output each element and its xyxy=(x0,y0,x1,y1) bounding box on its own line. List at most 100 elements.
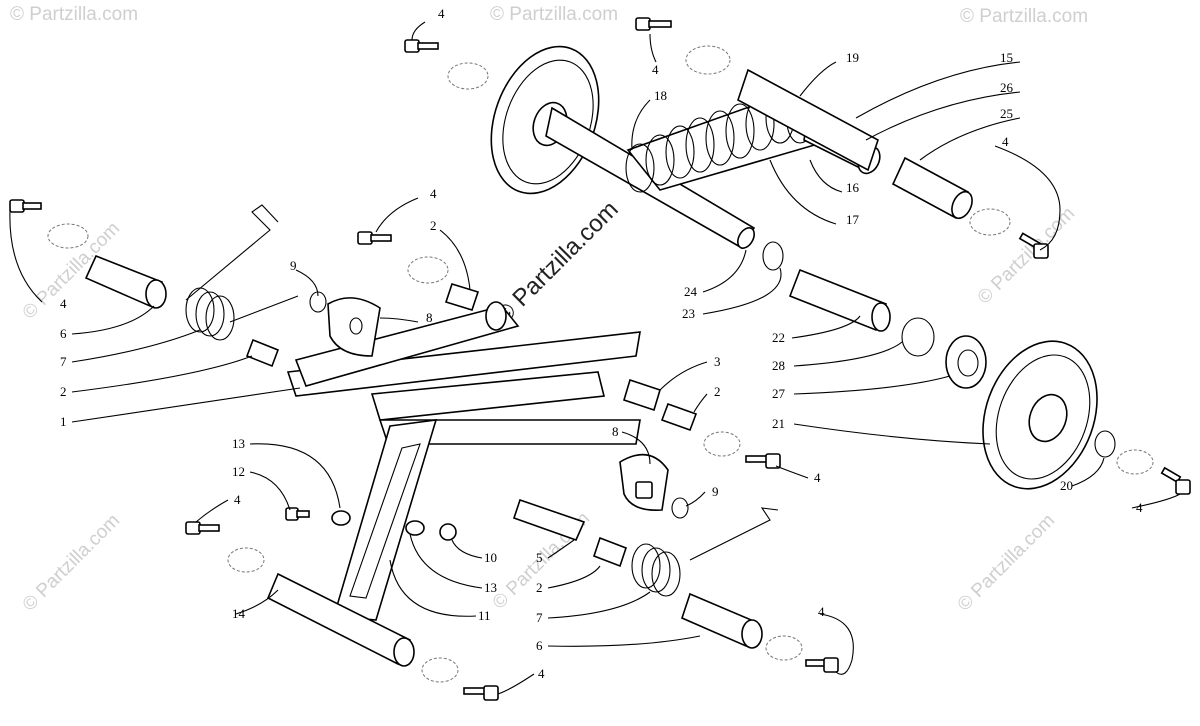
callout-label: 4 xyxy=(814,470,821,485)
leader-lines xyxy=(9,21,1181,695)
washer xyxy=(421,657,459,683)
torsion-spring-7 xyxy=(631,507,779,597)
wheel-hub xyxy=(1028,393,1068,443)
nut xyxy=(635,481,653,499)
frame-end xyxy=(485,301,507,331)
sleeve-3 xyxy=(623,378,661,412)
callout-label: 16 xyxy=(846,180,860,195)
watermark: © Partzilla.com xyxy=(960,6,1088,27)
callout-labels: 4415192618254161742948672124232228272132… xyxy=(60,6,1143,681)
snap-ring-23 xyxy=(762,241,784,271)
crossbar xyxy=(370,371,605,421)
side-rail xyxy=(294,305,520,387)
callout-label: 4 xyxy=(438,6,445,21)
callout-label: 2 xyxy=(536,580,543,595)
callout-label: 26 xyxy=(1000,80,1014,95)
center-watermark: © Partzilla.com xyxy=(490,196,623,329)
callout-label: 9 xyxy=(712,484,719,499)
bracket-hole xyxy=(349,317,363,335)
callout-label: 15 xyxy=(1000,50,1013,65)
washer xyxy=(47,223,89,249)
washer xyxy=(685,45,731,75)
callout-label: 25 xyxy=(1000,106,1013,121)
tube-14-end xyxy=(393,637,415,667)
bolt-4 xyxy=(185,521,220,535)
callout-label: 6 xyxy=(60,326,67,341)
callout-label: 3 xyxy=(714,354,721,369)
callout-label: 27 xyxy=(772,386,786,401)
callout-label: 14 xyxy=(232,606,246,621)
watermark: © Partzilla.com xyxy=(19,510,124,615)
bushing-2 xyxy=(245,338,280,368)
washer xyxy=(1116,449,1154,475)
callout-label: 4 xyxy=(430,186,437,201)
washer-13 xyxy=(331,510,351,526)
bolt-4 xyxy=(463,685,499,701)
callout-label: 2 xyxy=(60,384,67,399)
washer xyxy=(765,635,803,661)
idler-wheel-rim xyxy=(995,354,1091,480)
watermark: © Partzilla.com xyxy=(954,510,1059,615)
callout-label: 4 xyxy=(538,666,545,681)
callout-label: 4 xyxy=(1136,500,1143,515)
callout-label: 2 xyxy=(714,384,721,399)
callout-label: 4 xyxy=(60,296,67,311)
watermark: © Partzilla.com xyxy=(490,4,618,25)
washer xyxy=(407,256,449,284)
callout-label: 13 xyxy=(232,436,245,451)
bolt-4 xyxy=(805,657,839,673)
callout-label: 5 xyxy=(536,550,543,565)
bolt-4 xyxy=(357,231,392,245)
circlip-20 xyxy=(1094,430,1116,458)
washer-13 xyxy=(405,520,425,536)
bolt-4 xyxy=(1160,466,1191,495)
callout-label: 4 xyxy=(652,62,659,77)
callout-label: 11 xyxy=(478,608,491,623)
tube-end xyxy=(145,279,167,309)
callout-label: 17 xyxy=(846,212,860,227)
callout-label: 2 xyxy=(430,218,437,233)
callout-label: 13 xyxy=(484,580,497,595)
callout-label: 10 xyxy=(484,550,497,565)
callout-label: 6 xyxy=(536,638,543,653)
callout-label: 20 xyxy=(1060,478,1073,493)
rear-bar xyxy=(378,419,641,445)
bearing-inner xyxy=(957,349,979,377)
bolt-12 xyxy=(285,507,310,521)
callout-label: 18 xyxy=(654,88,667,103)
bolt-4 xyxy=(9,199,42,213)
tube-22 xyxy=(788,268,888,332)
callout-label: 28 xyxy=(772,358,785,373)
washer xyxy=(703,431,741,457)
bolt-4 xyxy=(404,39,439,53)
top-axle-assembly xyxy=(404,17,1191,495)
axle-end-24 xyxy=(737,227,755,249)
callout-label: 7 xyxy=(536,610,543,625)
watermark: © Partzilla.com xyxy=(10,4,138,25)
callout-label: 21 xyxy=(772,416,785,431)
callout-label: 1 xyxy=(60,414,67,429)
bolt-4 xyxy=(635,17,672,31)
bearing-27 xyxy=(945,335,987,389)
arm-11-inner xyxy=(349,443,421,599)
washer xyxy=(227,547,265,573)
callout-label: 8 xyxy=(612,424,619,439)
callout-label: 19 xyxy=(846,50,859,65)
callout-label: 23 xyxy=(682,306,695,321)
washer xyxy=(969,208,1011,236)
circlip-28 xyxy=(901,317,935,357)
callout-label: 22 xyxy=(772,330,785,345)
nut-10 xyxy=(439,523,457,541)
callout-label: 24 xyxy=(684,284,698,299)
tube-22-end xyxy=(871,302,891,332)
washer xyxy=(447,62,489,90)
callout-label: 4 xyxy=(1002,134,1009,149)
callout-label: 12 xyxy=(232,464,245,479)
main-frame-1 xyxy=(286,331,641,397)
torsion-spring-7 xyxy=(185,204,299,341)
callout-label: 4 xyxy=(818,604,825,619)
bushing-2 xyxy=(660,402,698,432)
callout-label: 7 xyxy=(60,354,67,369)
